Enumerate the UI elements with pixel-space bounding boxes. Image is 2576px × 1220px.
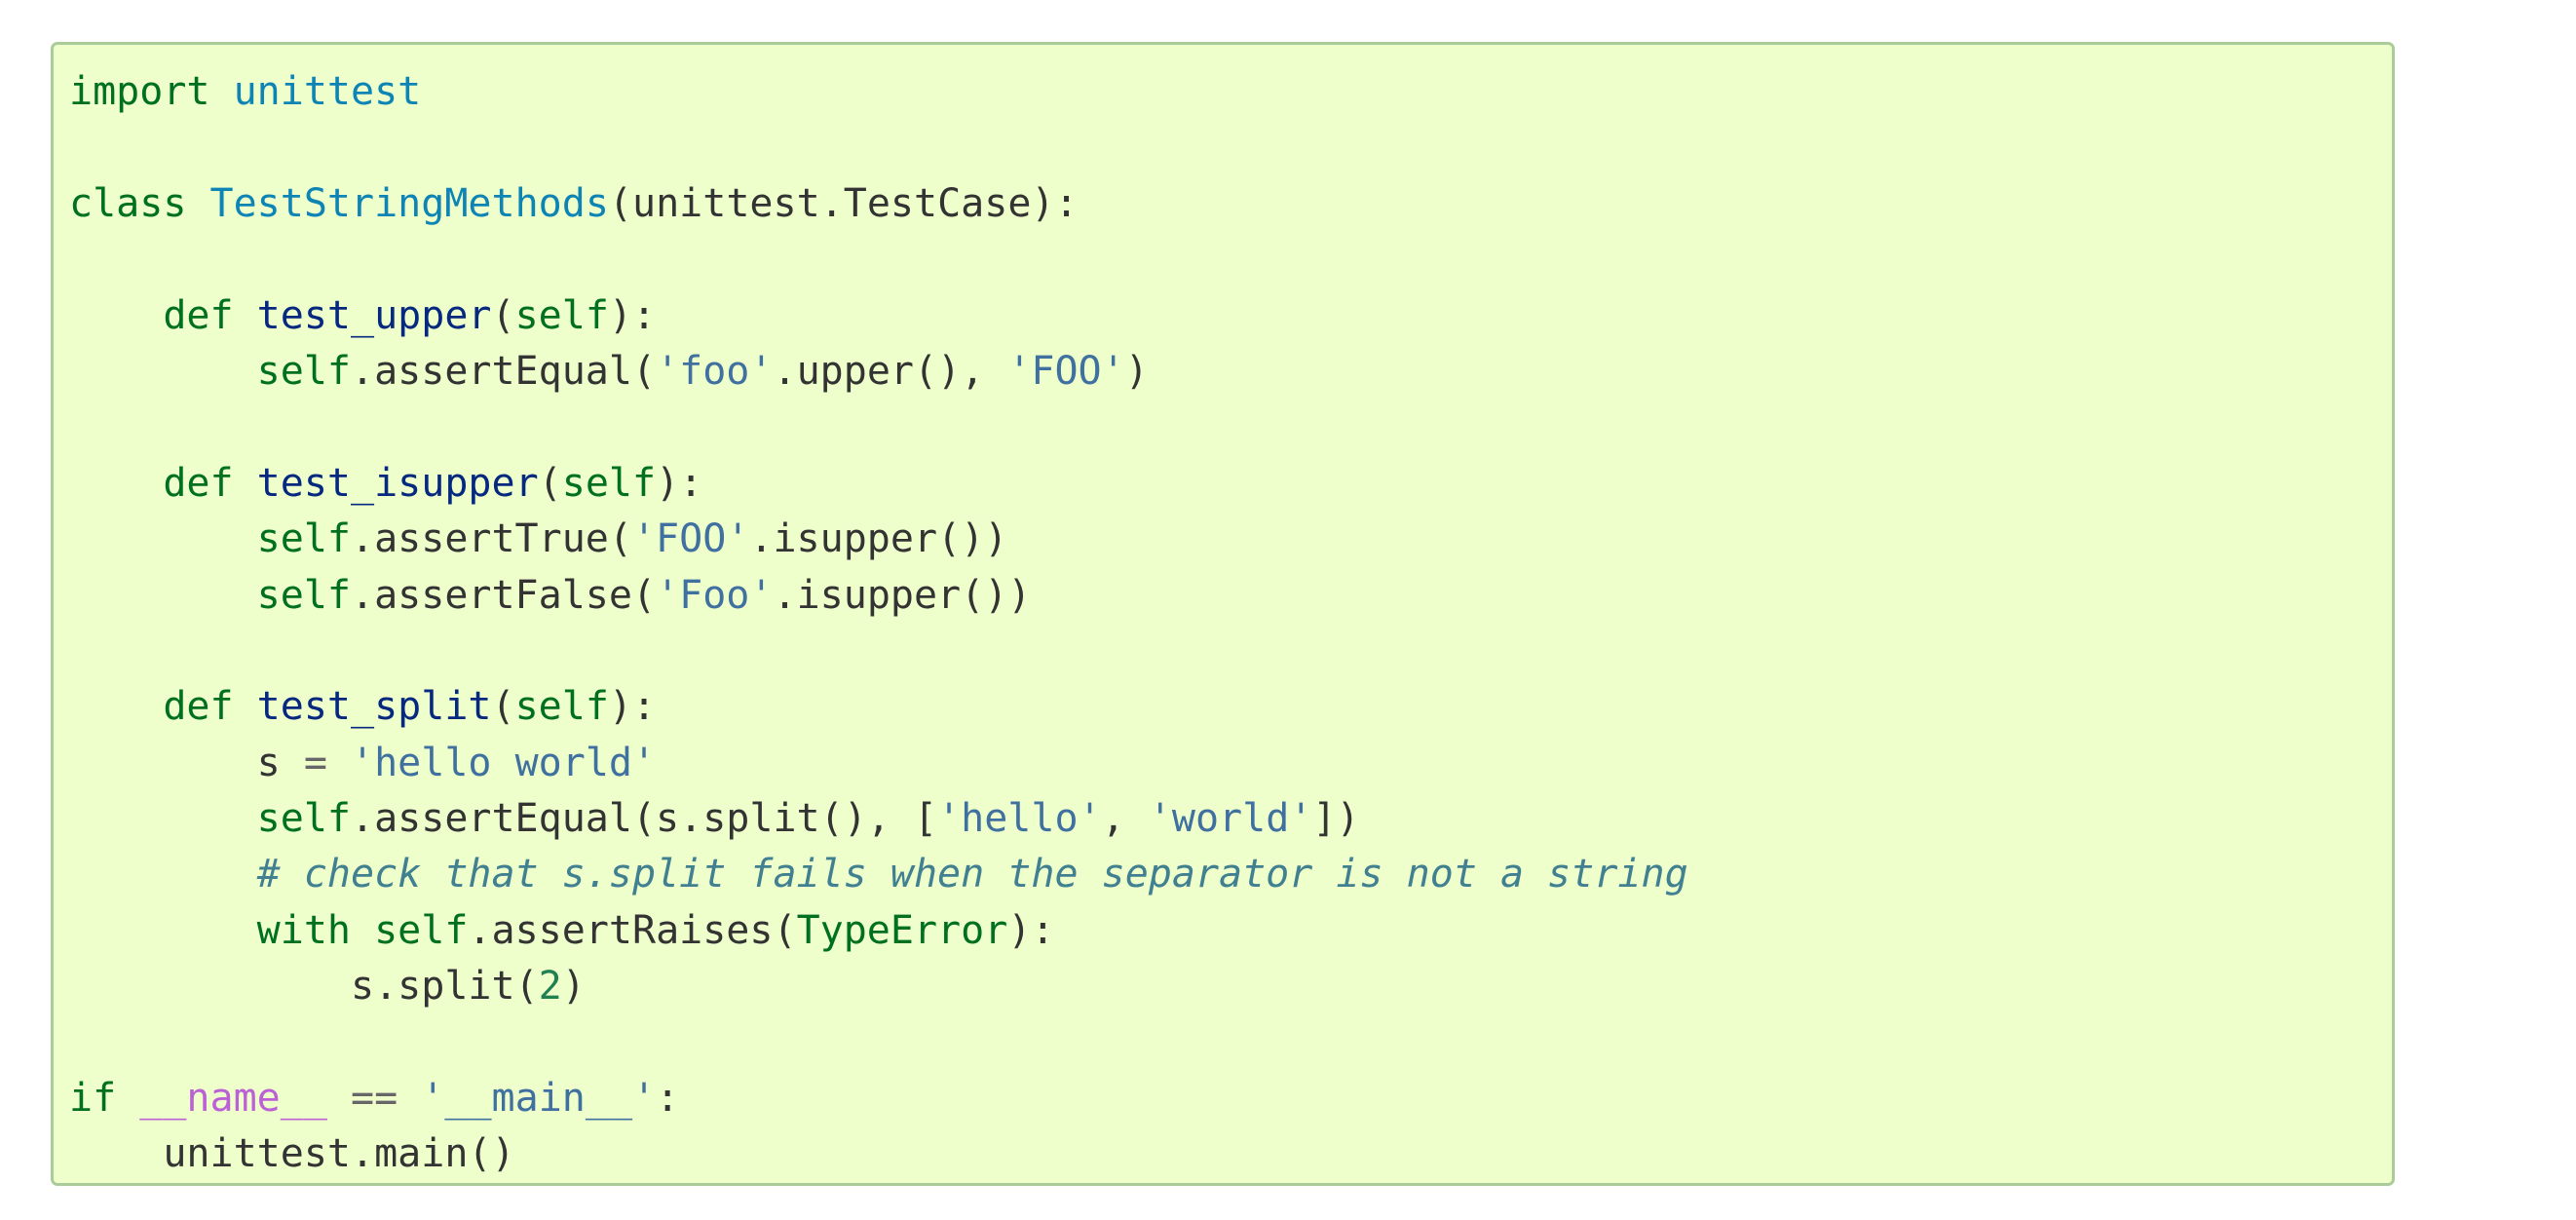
code-token: .assertFalse( [350, 572, 657, 618]
code-token: 'FOO' [631, 516, 750, 562]
code-token [234, 293, 257, 338]
code-line: class TestStringMethods(unittest.TestCas… [69, 176, 2376, 232]
code-token: self [374, 907, 469, 953]
code-token: ) [1124, 348, 1149, 394]
code-token: if [69, 1076, 117, 1122]
code-token: 'foo' [656, 348, 774, 394]
code-token: unittest [233, 69, 422, 114]
code-token: test_upper [256, 292, 492, 338]
code-token: class [69, 180, 187, 226]
code-line: unittest.main() [69, 1126, 2376, 1182]
code-token: test_isupper [256, 460, 539, 506]
code-line: def test_split(self): [69, 679, 2376, 735]
code-token: unittest.main() [69, 1131, 515, 1177]
code-line: self.assertTrue('FOO'.isupper()) [69, 512, 2376, 567]
code-token [327, 741, 351, 785]
code-token [116, 1076, 139, 1121]
code-token [69, 796, 257, 841]
code-token: ( [491, 292, 515, 338]
code-token: __name__ [139, 1076, 327, 1122]
code-token: self [561, 460, 657, 506]
code-token [69, 461, 163, 506]
code-token [351, 908, 374, 953]
code-token: ) [561, 964, 586, 1010]
code-token: ]) [1312, 796, 1360, 842]
code-token: TypeError [796, 907, 1008, 953]
code-line: self.assertFalse('Foo'.isupper()) [69, 568, 2376, 624]
code-token: ): [608, 292, 657, 338]
code-line: # check that s.split fails when the sepa… [69, 847, 2376, 902]
code-token: 'hello' [937, 796, 1102, 842]
code-token: self [256, 516, 351, 562]
code-token: ): [608, 684, 657, 730]
code-token: (unittest.TestCase): [608, 180, 1079, 226]
code-token: == [351, 1076, 398, 1122]
code-line: def test_isupper(self): [69, 456, 2376, 512]
code-token: # check that s.split fails when the sepa… [256, 852, 1688, 897]
code-line [69, 232, 2376, 287]
code-token: self [256, 796, 351, 842]
code-token: : [656, 1076, 680, 1122]
code-line: with self.assertRaises(TypeError): [69, 903, 2376, 959]
code-token [398, 1076, 421, 1121]
code-token: 'world' [1148, 796, 1313, 842]
code-token: , [1101, 796, 1149, 842]
code-line: s = 'hello world' [69, 736, 2376, 791]
code-token [69, 852, 257, 896]
code-line: import unittest [69, 64, 2376, 120]
code-token: ( [538, 460, 562, 506]
code-token [69, 349, 257, 394]
code-token: self [256, 348, 351, 394]
code-token [210, 69, 234, 114]
code-token: def [163, 292, 234, 338]
code-line: if __name__ == '__main__': [69, 1071, 2376, 1126]
code-line: self.assertEqual('foo'.upper(), 'FOO') [69, 344, 2376, 400]
code-token: with [256, 907, 351, 953]
code-token: 'Foo' [656, 572, 774, 618]
code-line [69, 120, 2376, 175]
code-line [69, 400, 2376, 455]
code-token: self [514, 292, 609, 338]
code-token: .assertRaises( [468, 907, 797, 953]
code-token: .upper(), [773, 348, 1008, 394]
code-line: def test_upper(self): [69, 288, 2376, 344]
code-token: ( [491, 684, 515, 730]
code-token: s.split( [69, 964, 539, 1010]
code-token: self [256, 572, 351, 618]
code-line [69, 624, 2376, 679]
code-token [186, 181, 209, 226]
code-token: = [303, 740, 327, 785]
code-token: def [163, 684, 234, 730]
code-line [69, 1015, 2376, 1071]
code-token: 'hello world' [351, 740, 657, 785]
code-token: self [514, 684, 609, 730]
code-token: .isupper()) [749, 516, 1008, 562]
code-token: .isupper()) [773, 572, 1032, 618]
code-token [234, 461, 257, 506]
code-token: '__main__' [421, 1076, 657, 1122]
code-token: def [163, 460, 234, 506]
code-token [327, 1076, 351, 1121]
code-token [69, 908, 257, 953]
code-token: TestStringMethods [209, 180, 609, 226]
code-token: import [69, 69, 210, 114]
code-token: 2 [538, 964, 562, 1010]
code-line: self.assertEqual(s.split(), ['hello', 'w… [69, 791, 2376, 847]
code-token [69, 293, 163, 338]
code-line: s.split(2) [69, 959, 2376, 1014]
code-token: s [69, 740, 304, 785]
code-token: .assertEqual(s.split(), [ [350, 796, 938, 842]
code-token [234, 684, 257, 729]
code-token: ): [656, 460, 703, 506]
code-token: test_split [256, 684, 492, 730]
code-token [69, 573, 257, 618]
code-token [69, 516, 257, 561]
code-token: .assertEqual( [350, 348, 657, 394]
code-token: .assertTrue( [350, 516, 632, 562]
code-token: 'FOO' [1007, 348, 1125, 394]
code-token [69, 684, 163, 729]
code-token: ): [1007, 907, 1055, 953]
